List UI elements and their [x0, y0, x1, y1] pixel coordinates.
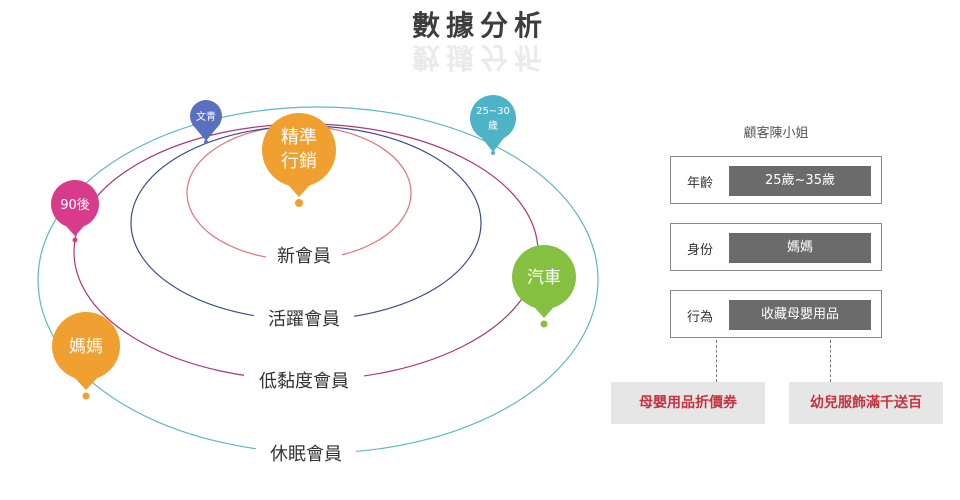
pin-mom-dot: [82, 392, 90, 400]
pin-age-label-line2: 歲: [488, 119, 498, 132]
pin-wenqing: 文青: [190, 100, 222, 144]
coupon-kids-apparel[interactable]: 幼兒服飾滿千送百: [789, 382, 943, 424]
ring-label-bg-new: [266, 243, 342, 267]
title-block: 數據分析 數據分析: [0, 8, 960, 72]
pin-wenqing-bubble: [190, 100, 222, 132]
attribute-age-value: 25歲~35歲: [729, 166, 871, 196]
coupon-maternity-discount[interactable]: 母嬰用品折價券: [611, 382, 765, 424]
connector-right: [830, 340, 831, 382]
ring-label-bg-low: [244, 368, 364, 392]
pin-precision-label-line2: 行銷: [281, 151, 317, 172]
attribute-age-label: 年齡: [687, 176, 714, 191]
pin-age-label: 25~30: [476, 106, 510, 117]
page-title: 數據分析: [411, 9, 548, 42]
attribute-identity: 身份 媽媽: [670, 223, 882, 271]
pin-post-90s: 90後: [51, 180, 99, 243]
attribute-identity-label: 身份: [687, 243, 714, 258]
pin-precision-dot: [295, 199, 303, 207]
connector-left: [716, 340, 717, 382]
ring-label-bg-dormant: [256, 441, 356, 465]
pin-mom-bubble: [52, 312, 120, 380]
pin-car: 汽車: [512, 245, 576, 328]
ring-label-active-member: 活躍會員: [268, 309, 340, 330]
ring-label-new-member: 新會員: [277, 246, 331, 267]
pin-post90-bubble: [51, 180, 99, 228]
attribute-behavior: 行為 收藏母嬰用品: [670, 290, 882, 338]
attribute-behavior-label: 行為: [687, 310, 714, 325]
pin-car-dot: [540, 320, 548, 328]
pin-age-dot: [491, 151, 495, 155]
pin-mom-label: 媽媽: [69, 337, 103, 357]
attribute-identity-value: 媽媽: [729, 233, 871, 263]
pin-precision-bubble: [262, 113, 336, 187]
pin-age-bubble: [470, 95, 516, 141]
ring-label-dormant-member: 休眠會員: [270, 444, 342, 465]
pin-mom: 媽媽: [52, 312, 120, 400]
attribute-behavior-value: 收藏母嬰用品: [729, 300, 871, 330]
pin-car-label: 汽車: [527, 268, 561, 288]
customer-card-title: 顧客陳小姐: [743, 126, 809, 141]
pin-precision-label: 精準: [281, 127, 317, 148]
pin-age-range: 25~30 歲: [470, 95, 516, 155]
attribute-age: 年齡 25歲~35歲: [670, 156, 882, 204]
pin-wenqing-dot: [204, 140, 208, 144]
pin-wenqing-label: 文青: [196, 110, 216, 123]
pin-car-bubble: [512, 245, 576, 309]
pin-post90-label: 90後: [60, 198, 90, 213]
ring-label-low-engagement-member: 低黏度會員: [259, 371, 349, 392]
pin-post90-dot: [72, 237, 78, 243]
pin-precision-marketing: 精準 行銷: [262, 113, 336, 207]
ring-label-bg-active: [254, 306, 354, 330]
